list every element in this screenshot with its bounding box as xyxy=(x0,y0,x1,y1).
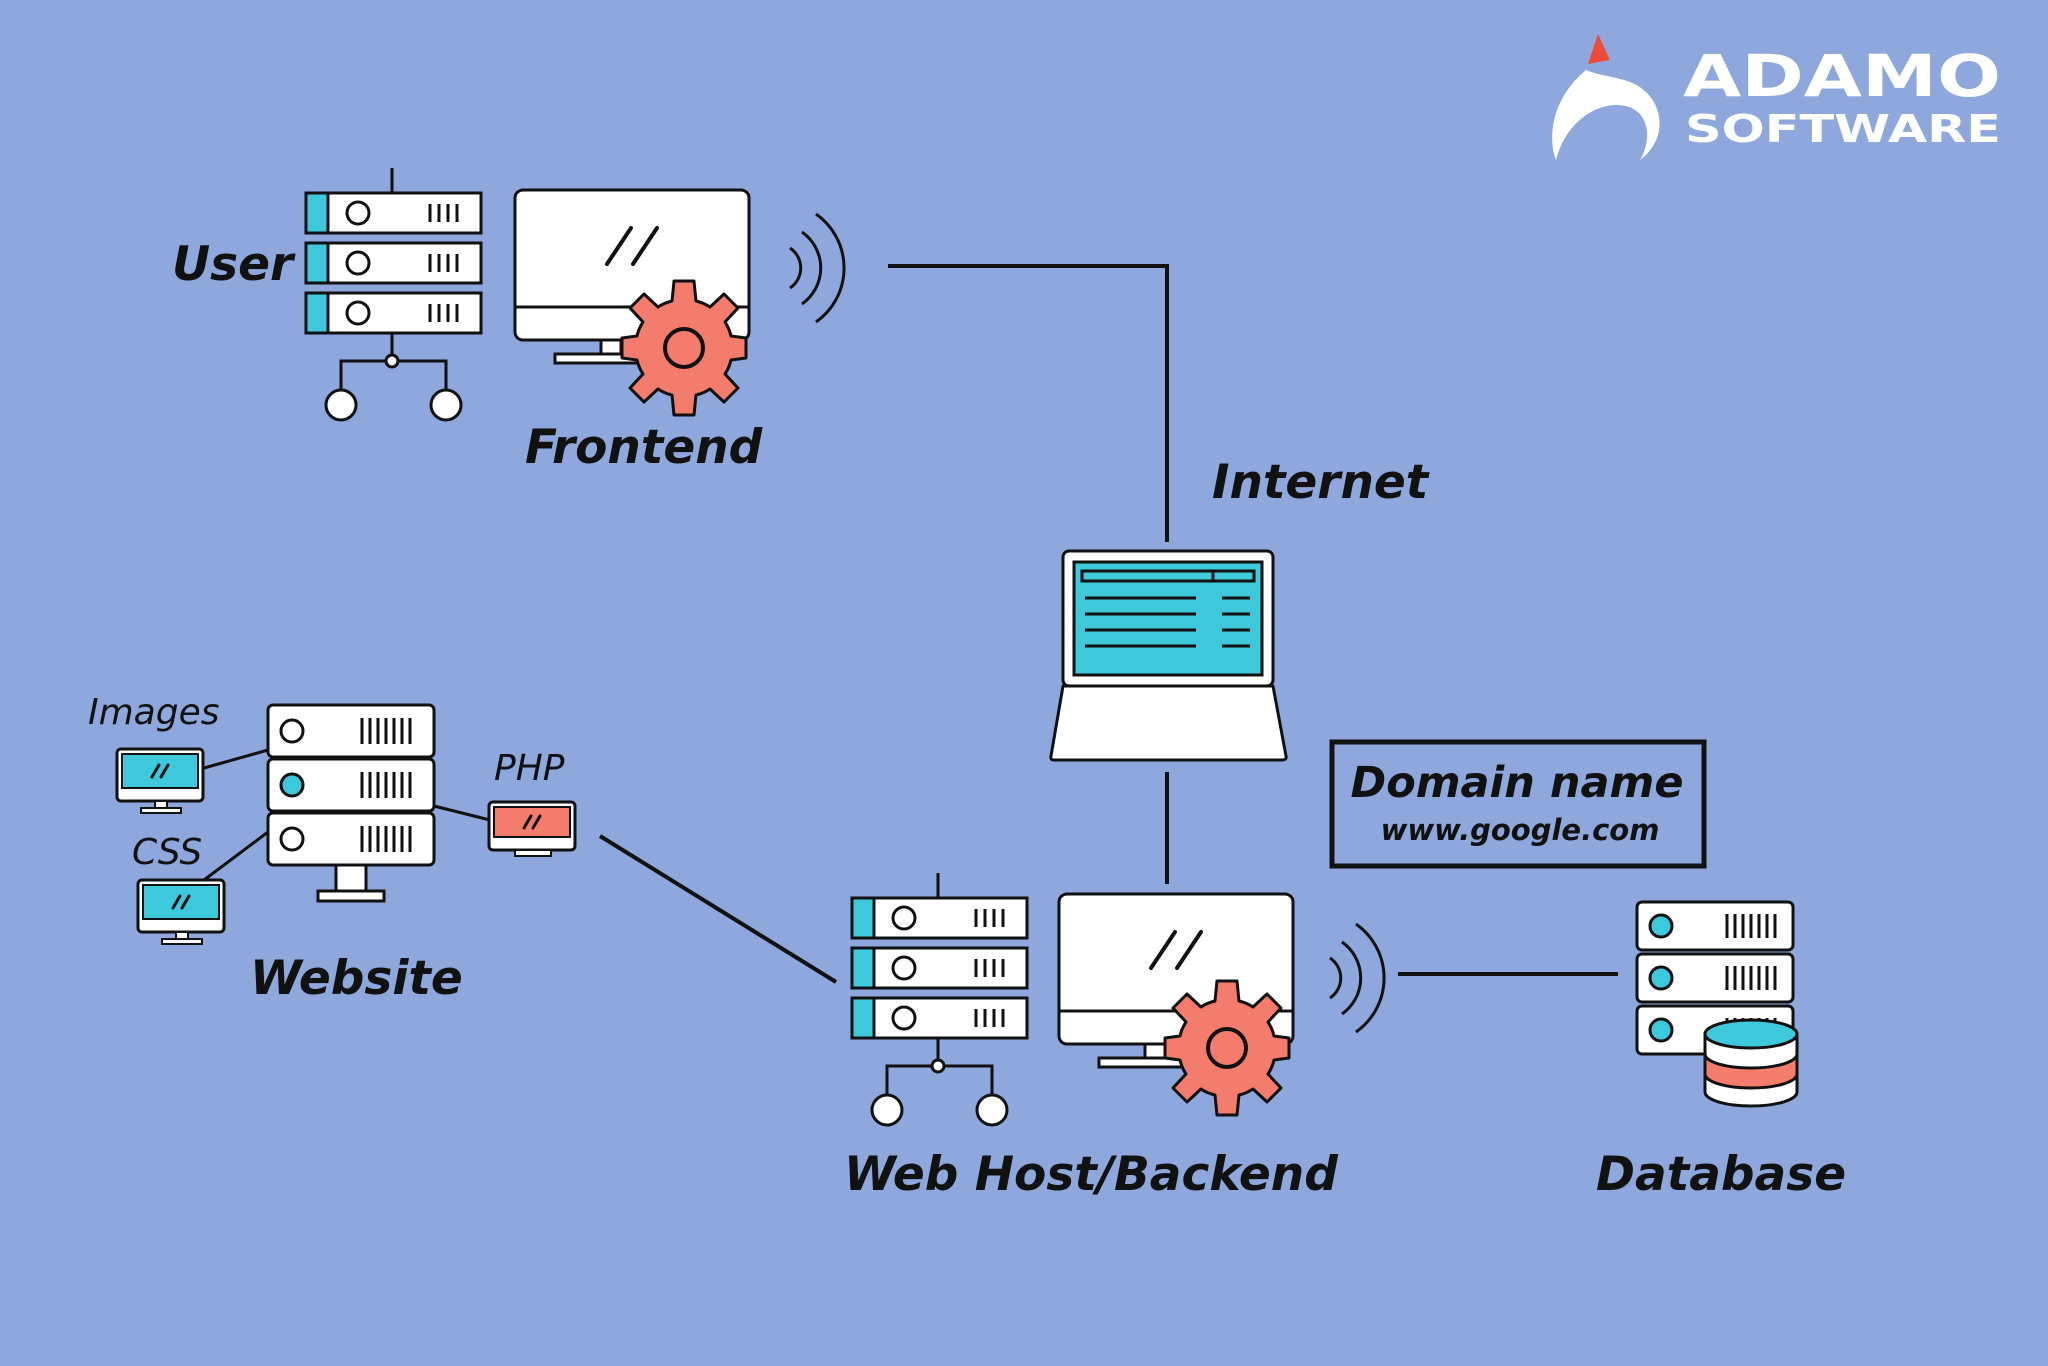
logo-text-adamo: ADAMO xyxy=(1683,42,2001,110)
database-cylinder-icon xyxy=(1703,1018,1799,1108)
images-monitor-icon xyxy=(115,747,205,815)
database-label: Database xyxy=(1596,1147,1846,1202)
internet-laptop-icon xyxy=(1049,549,1288,762)
adamo-logo: ADAMO SOFTWARE xyxy=(1552,34,2001,160)
logo-text-software: SOFTWARE xyxy=(1685,107,2001,151)
images-label: Images xyxy=(88,692,220,733)
logo-swoosh-icon xyxy=(1552,70,1660,160)
css-monitor-icon xyxy=(136,878,226,946)
frontend-wifi-icon xyxy=(788,212,846,324)
website-connector-lines xyxy=(203,748,491,882)
php-monitor-icon xyxy=(487,800,577,857)
user-label: User xyxy=(172,237,296,292)
user-server-icon xyxy=(304,166,483,422)
internet-label: Internet xyxy=(1212,455,1430,510)
frontend-to-internet-line xyxy=(888,264,1169,542)
backend-wifi-icon xyxy=(1328,922,1386,1034)
domain-name-url: www.google.com xyxy=(1381,813,1660,847)
domain-name-title: Domain name xyxy=(1351,758,1684,808)
website-label: Website xyxy=(250,951,463,1006)
backend-server-icon xyxy=(850,871,1029,1127)
frontend-gear-icon xyxy=(620,279,748,417)
web-host-label: Web Host/Backend xyxy=(844,1147,1339,1202)
php-label: PHP xyxy=(494,748,565,789)
php-to-backend-line xyxy=(598,834,838,984)
frontend-label: Frontend xyxy=(525,420,764,475)
css-label: CSS xyxy=(132,832,202,873)
domain-name-box: Domain name www.google.com xyxy=(1329,739,1707,869)
website-server-icon xyxy=(266,703,436,903)
logo-red-triangle-icon xyxy=(1588,34,1610,64)
connection-lines xyxy=(598,264,1618,984)
backend-gear-icon xyxy=(1163,979,1291,1117)
